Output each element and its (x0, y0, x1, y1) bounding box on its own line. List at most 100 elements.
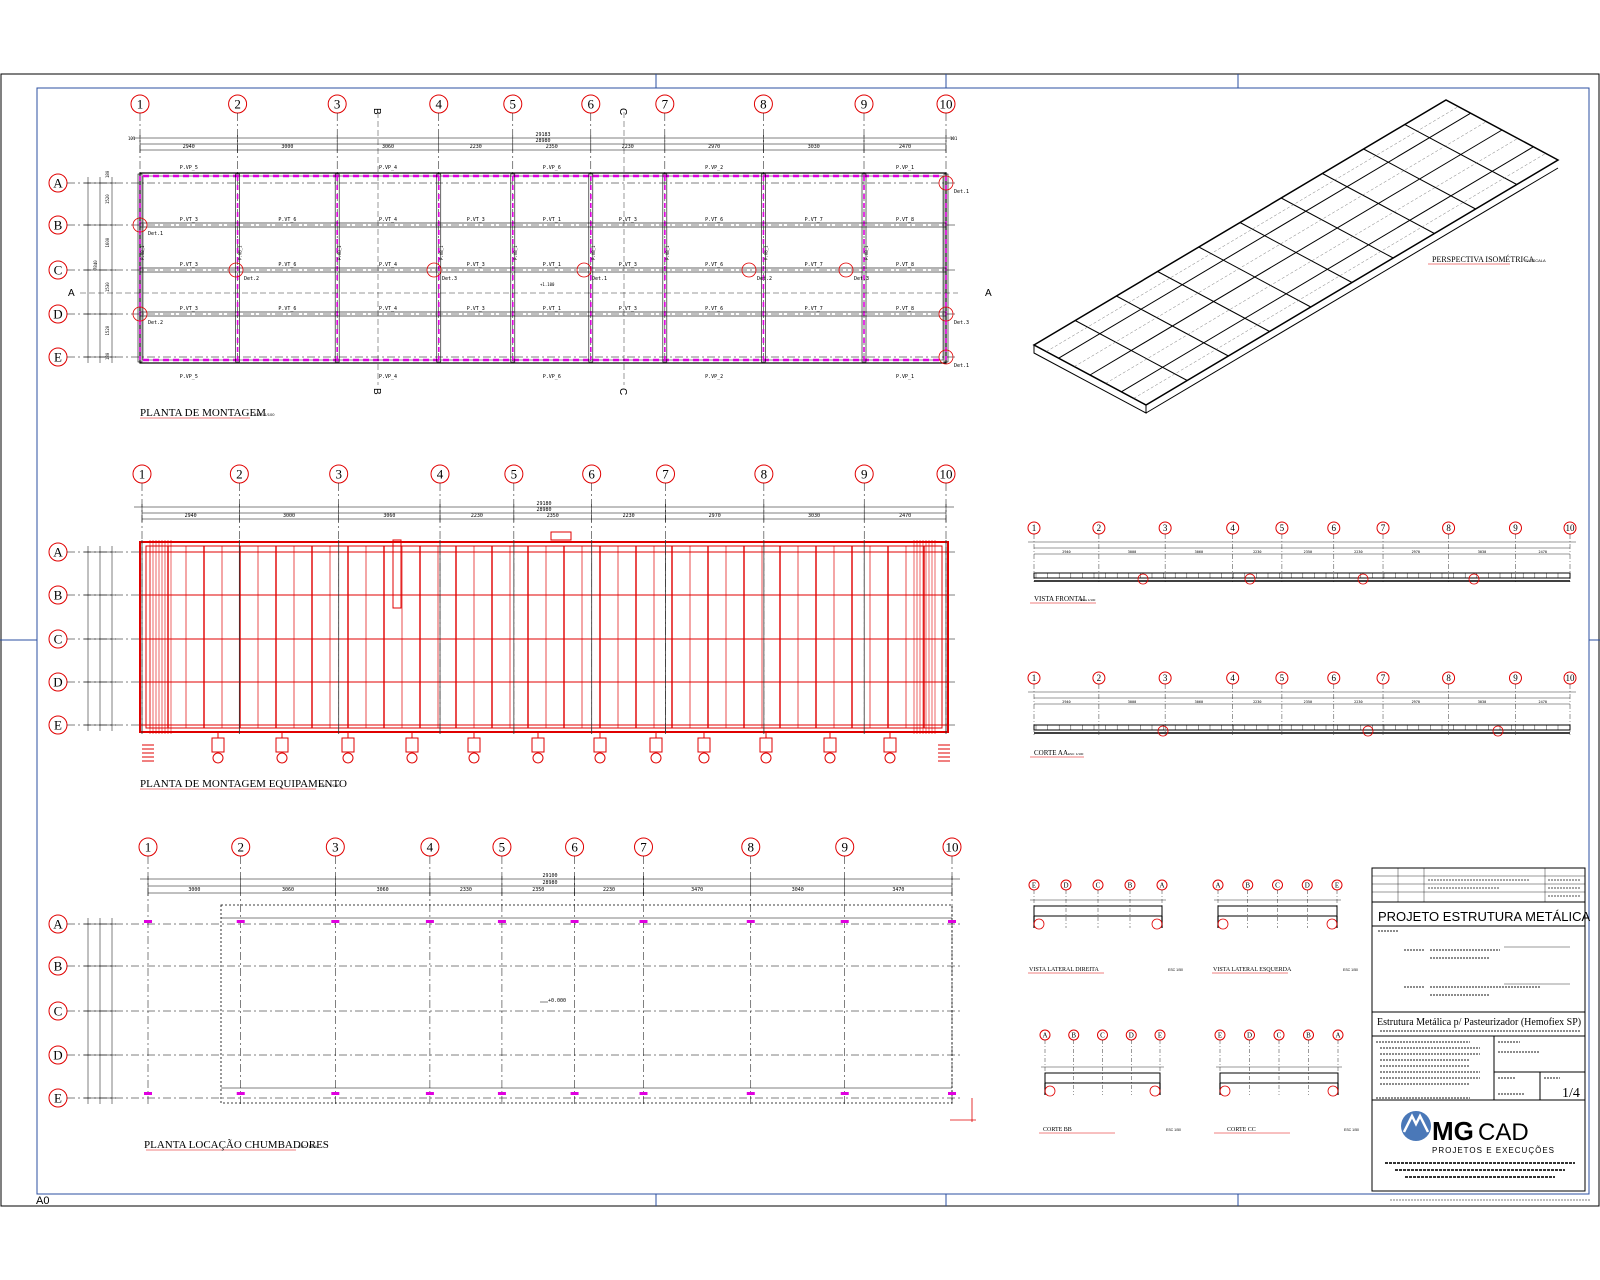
bottom-beam-label: P.VP_4 (379, 374, 397, 380)
pump-motor (276, 752, 288, 764)
mid-beam-label-d: P.VT_4 (379, 306, 397, 312)
anchor-bolt-top (570, 920, 579, 923)
dim-total-outer: 29183 (535, 132, 550, 138)
mid-beam-label-c: P.VT_3 (180, 262, 198, 268)
anchor-bolt-top (331, 920, 340, 923)
grid-col-4-label: 4 (437, 467, 444, 482)
side-detail-left (1219, 1085, 1231, 1097)
pump-body (211, 737, 225, 753)
section-mark-b-top: B (371, 108, 382, 115)
mid-beam-label-d: P.VT_6 (705, 306, 723, 312)
dim-span: 3040 (792, 887, 804, 893)
dim-span: 2350 (547, 513, 559, 519)
anchor-bolt-bottom (948, 1092, 956, 1095)
grid-row-D-label: D (53, 675, 62, 690)
elev-col-5-label: 5 (1280, 673, 1285, 683)
pump-motor (468, 752, 480, 764)
anchor-bolt-bottom (331, 1092, 340, 1095)
mid-beam-label-d: P.VT_3 (467, 306, 485, 312)
cross-beam-label: P.VB_1 (513, 245, 518, 260)
dim-total: 28980 (536, 507, 551, 513)
mid-beam-label-c: P.VT_8 (896, 262, 914, 268)
side-beam (1217, 905, 1338, 917)
detail-callout (938, 175, 954, 191)
mid-beam-label-b: P.VT_3 (619, 217, 637, 223)
row-dim-text: 180 (105, 170, 110, 178)
side-col-E-label: E (1218, 1032, 1222, 1040)
side-col-E-label: E (1335, 882, 1339, 890)
grid-col-1-label: 1 (137, 97, 144, 112)
side-detail-right (1149, 1085, 1161, 1097)
side-beam (1219, 1072, 1339, 1084)
mid-beam-label-d: P.VT_8 (896, 306, 914, 312)
pump-motor (594, 752, 606, 764)
elev-beam (1033, 724, 1571, 731)
grid-col-3-label: 3 (335, 467, 342, 482)
detail-label: Det.3 (954, 320, 969, 326)
elev-col-9-label: 9 (1513, 523, 1518, 533)
dim-span: 2230 (623, 513, 635, 519)
iso-secondary-member (1046, 106, 1459, 352)
elev-col-9-label: 9 (1513, 673, 1518, 683)
client-info (1378, 930, 1570, 996)
pump-body (697, 737, 711, 753)
pump-body (883, 737, 897, 753)
mid-beam-label-c: P.VT_6 (278, 262, 296, 268)
grid-col-8-label: 8 (761, 467, 768, 482)
anchor-bolt-bottom (144, 1092, 152, 1095)
bottom-beam-label: P.VP_1 (896, 374, 914, 380)
grid-col-6-label: 6 (571, 840, 578, 855)
cross-beam-label: P.VB_1 (763, 245, 768, 260)
top-beam-label: P.VP_5 (180, 165, 198, 171)
elev-span: 2350 (1304, 700, 1312, 704)
side-view-tag: ESC 1/50 (1168, 968, 1183, 972)
dim-span: 2230 (603, 887, 615, 893)
sheet-format: A0 (36, 1195, 49, 1207)
dim-span: 2970 (709, 513, 721, 519)
iso-frame-side (1033, 344, 1147, 414)
grid-col-1-label: 1 (145, 840, 152, 855)
detail-label: Det.3 (854, 276, 869, 282)
mid-beam-label-b: P.VT_3 (180, 217, 198, 223)
grid-col-3-label: 3 (332, 840, 339, 855)
elev-span: 2470 (1539, 550, 1547, 554)
elev-detail-callout (1157, 725, 1169, 737)
pump-body (531, 737, 545, 753)
plan2-scale-tag: ESC: 1/100 (319, 783, 340, 788)
small-view-label-3: CORTE CC (1227, 1127, 1256, 1133)
row-dim-text: 1530 (105, 282, 110, 292)
iso-long-member (1089, 129, 1503, 376)
mid-beam-label-c: P.VT_1 (543, 262, 561, 268)
row-beam-2 (139, 267, 947, 273)
anchor-bolt-bottom (425, 1092, 434, 1095)
row-dim-text: 1600 (105, 237, 110, 247)
side-col-E-label: E (1032, 882, 1036, 890)
side-detail-right (1327, 1085, 1339, 1097)
detail-callout (426, 262, 442, 278)
detail-label: Det.3 (442, 276, 457, 282)
elev-span: 2940 (1062, 700, 1070, 704)
elev-col-10-label: 10 (1566, 673, 1576, 683)
pump-body (823, 737, 837, 753)
elev-col-2-label: 2 (1097, 673, 1102, 683)
elev-col-6-label: 6 (1332, 673, 1337, 683)
bottom-beam-label: P.VP_6 (543, 374, 561, 380)
dim-span: 3030 (808, 513, 820, 519)
top-beam-label: P.VP_1 (896, 165, 914, 171)
mid-beam-label-b: P.VT_1 (543, 217, 561, 223)
mid-beam-label-b: P.VT_3 (467, 217, 485, 223)
side-col-C-label: C (1096, 882, 1101, 890)
grid-row-D-label: D (53, 1048, 62, 1063)
detail-label: Det.2 (148, 320, 163, 326)
elev-span: 3030 (1478, 550, 1486, 554)
detail-callout (576, 262, 592, 278)
pump-motor (698, 752, 710, 764)
equip-outline (139, 541, 949, 733)
grid-row-D-label: D (53, 307, 62, 322)
grid-col-9-label: 9 (861, 467, 868, 482)
grid-row-A-label: A (53, 545, 63, 560)
dim-span: 3060 (383, 513, 395, 519)
pump-body (405, 737, 419, 753)
grid-col-7-label: 7 (662, 97, 669, 112)
